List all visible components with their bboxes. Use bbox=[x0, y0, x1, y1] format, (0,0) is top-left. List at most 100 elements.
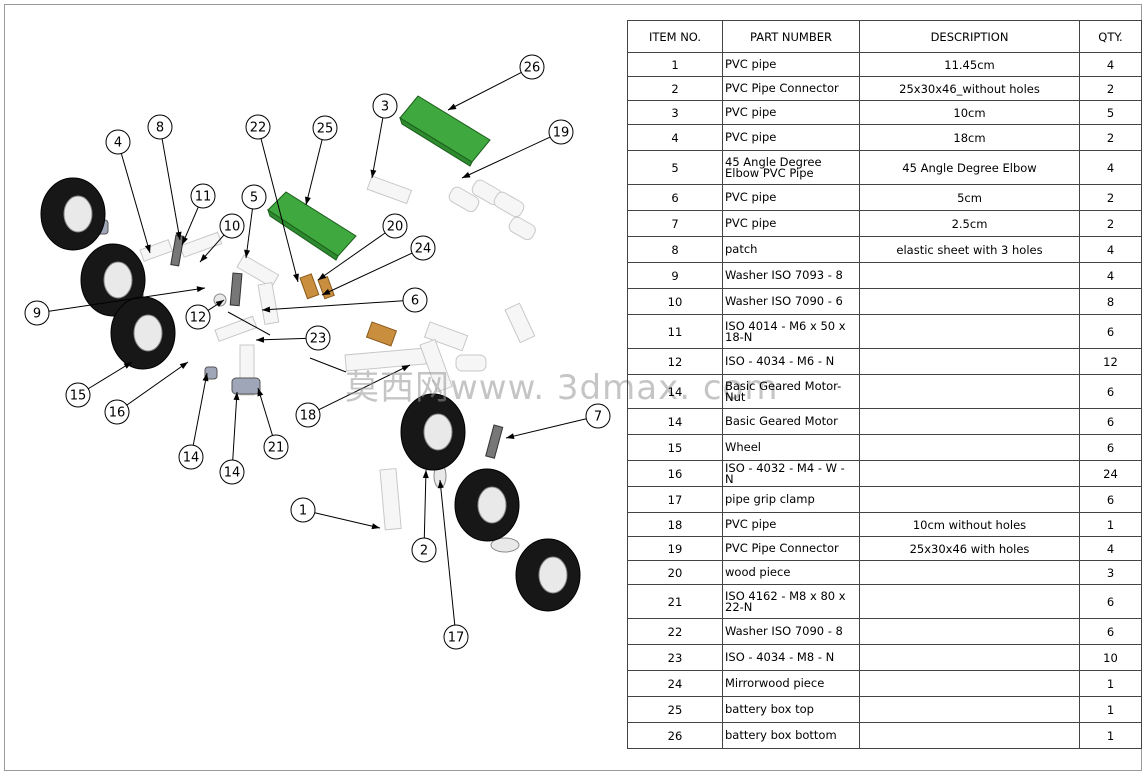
bom-part-number: patch bbox=[722, 236, 860, 263]
balloon-1: 1 bbox=[290, 497, 381, 530]
balloon-circle bbox=[548, 119, 574, 145]
balloon-circle bbox=[241, 184, 267, 210]
bom-part-number: 45 Angle Degree Elbow PVC Pipe bbox=[722, 150, 860, 185]
leader-line bbox=[255, 337, 307, 341]
balloon-8: 8 bbox=[147, 114, 182, 241]
wheel-3 bbox=[110, 296, 176, 370]
balloon-number: 24 bbox=[415, 242, 432, 257]
header-item-no: ITEM NO. bbox=[627, 20, 723, 53]
leader-arrowhead bbox=[506, 433, 515, 440]
balloon-number: 4 bbox=[114, 136, 122, 151]
leader-arrowhead bbox=[233, 392, 240, 401]
balloon-circle bbox=[411, 537, 437, 563]
balloon-number: 9 bbox=[33, 307, 41, 322]
leader-line bbox=[261, 300, 404, 311]
bom-qty: 8 bbox=[1079, 288, 1142, 315]
bom-part-number: ISO - 4032 - M4 - W - N bbox=[722, 460, 860, 487]
balloon-number: 18 bbox=[300, 409, 317, 424]
bom-description bbox=[859, 644, 1080, 671]
bom-part-number: PVC Pipe Connector bbox=[722, 76, 860, 101]
bom-description: 25x30x46 with holes bbox=[859, 536, 1080, 561]
balloon-14: 14 bbox=[178, 372, 209, 470]
bom-part-number: Mirrorwood piece bbox=[722, 670, 860, 697]
bom-description: elastic sheet with 3 holes bbox=[859, 236, 1080, 263]
balloon-circle bbox=[312, 115, 338, 141]
wheel-5 bbox=[454, 468, 520, 542]
bom-qty: 2 bbox=[1079, 124, 1142, 151]
balloon-20: 20 bbox=[317, 213, 408, 281]
bom-qty: 1 bbox=[1079, 696, 1142, 723]
balloon-number: 19 bbox=[553, 126, 570, 141]
leader-arrowhead bbox=[179, 362, 188, 370]
bom-qty: 10 bbox=[1079, 644, 1142, 671]
pvc-pipe-4 bbox=[179, 231, 223, 258]
bom-qty: 4 bbox=[1079, 536, 1142, 561]
balloon-15: 15 bbox=[65, 361, 133, 408]
balloon-circle bbox=[185, 304, 211, 330]
leader-line bbox=[314, 512, 381, 529]
bom-description bbox=[859, 486, 1080, 513]
bom-qty: 6 bbox=[1079, 486, 1142, 513]
leader-line bbox=[423, 469, 427, 539]
wheel-6 bbox=[515, 538, 581, 612]
bom-part-number: Basic Geared Motor-Nut bbox=[722, 374, 860, 409]
bom-description: 11.45cm bbox=[859, 52, 1080, 77]
bom-qty: 2 bbox=[1079, 184, 1142, 211]
bom-item-no: 18 bbox=[627, 512, 723, 537]
bom-item-no: 4 bbox=[627, 124, 723, 151]
balloon-14: 14 bbox=[219, 391, 245, 485]
bom-description bbox=[859, 670, 1080, 697]
bom-part-number: Wheel bbox=[722, 434, 860, 461]
bom-part-number: pipe grip clamp bbox=[722, 486, 860, 513]
leader-line bbox=[321, 252, 413, 296]
balloon-4: 4 bbox=[105, 129, 151, 254]
pvc-connector-19 bbox=[448, 186, 480, 213]
pvc-pipe-cross bbox=[419, 338, 453, 393]
bom-qty: 4 bbox=[1079, 150, 1142, 185]
balloon-circle bbox=[219, 459, 245, 485]
wheel-1 bbox=[40, 177, 106, 251]
bolt-21 bbox=[227, 311, 271, 336]
bom-qty: 3 bbox=[1079, 560, 1142, 585]
leader-line bbox=[192, 372, 208, 446]
leader-arrowhead bbox=[462, 171, 471, 178]
bom-qty: 2 bbox=[1079, 76, 1142, 101]
leader-arrowhead bbox=[200, 254, 208, 262]
balloon-circle bbox=[372, 93, 398, 119]
balloon-circle bbox=[105, 129, 131, 155]
bom-item-no: 6 bbox=[627, 184, 723, 211]
balloon-circle bbox=[585, 403, 611, 429]
pvc-pipe-mid bbox=[423, 321, 469, 352]
header-qty: QTY. bbox=[1079, 20, 1142, 53]
balloon-number: 10 bbox=[224, 220, 241, 235]
balloon-circle bbox=[245, 114, 271, 140]
bom-part-number: battery box bottom bbox=[722, 722, 860, 749]
leader-line bbox=[371, 117, 384, 179]
bom-qty: 6 bbox=[1079, 314, 1142, 349]
leader-line bbox=[505, 418, 587, 439]
balloon-circle bbox=[65, 382, 91, 408]
bolt-21b bbox=[309, 357, 347, 373]
bom-part-number: ISO 4014 - M6 x 50 x 18-N bbox=[722, 314, 860, 349]
bom-part-number: PVC Pipe Connector bbox=[722, 536, 860, 561]
balloon-22: 22 bbox=[245, 114, 299, 283]
bom-item-no: 22 bbox=[627, 618, 723, 645]
balloon-circle bbox=[104, 399, 130, 425]
bom-part-number: PVC pipe bbox=[722, 124, 860, 151]
pvc-elbow-5 bbox=[236, 254, 280, 288]
leader-arrowhead bbox=[318, 272, 327, 280]
balloon-number: 1 bbox=[299, 504, 307, 519]
